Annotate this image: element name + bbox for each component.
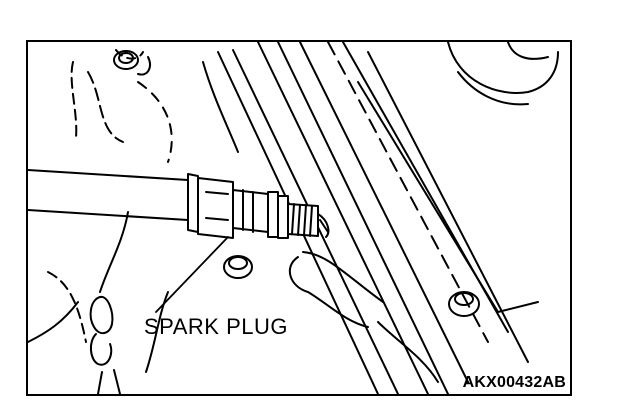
illustration-frame: SPARK PLUG AKX00432AB [26, 40, 572, 396]
cylinder-head-rails [217, 42, 539, 394]
plug-tube [288, 251, 439, 383]
callout-leader-line [155, 236, 229, 313]
engine-line-drawing [28, 42, 559, 394]
spark-plug-cable [28, 169, 234, 239]
bolt-lower-right [448, 291, 480, 317]
figure-id: AKX00432AB [462, 374, 566, 391]
spark-plug-label: SPARK PLUG [144, 314, 288, 339]
bolt-upper [113, 50, 139, 70]
harness-chain [28, 211, 129, 394]
bolt-center [223, 255, 253, 279]
upper-right-boss [447, 42, 559, 106]
spark-plug-body [232, 189, 330, 239]
